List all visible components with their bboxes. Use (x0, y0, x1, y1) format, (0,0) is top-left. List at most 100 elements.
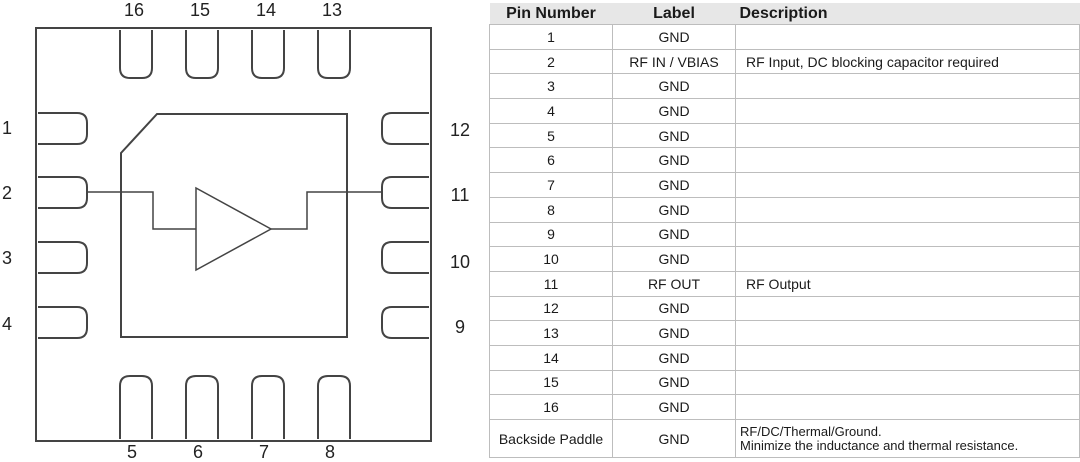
description-cell (735, 221, 1080, 248)
pin-number-cell: 9 (489, 221, 613, 248)
pin-label-9: 9 (454, 317, 465, 337)
description-cell (735, 122, 1080, 149)
package-diagram: 16 15 14 13 1 2 3 4 12 11 10 9 5 6 7 8 (0, 0, 480, 461)
pad-16 (119, 30, 153, 79)
description-cell (735, 320, 1080, 346)
header-pin-number: Pin Number (489, 3, 613, 25)
pin-number-cell: 13 (489, 320, 613, 346)
label-cell: RF OUT (612, 270, 736, 297)
pin-number-cell: 12 (489, 295, 613, 322)
description-cell (735, 295, 1080, 322)
pin-number-cell: 1 (489, 24, 613, 50)
label-cell: GND (612, 73, 736, 100)
package-body (35, 27, 432, 442)
pad-11 (381, 176, 429, 209)
label-cell: GND (612, 221, 736, 248)
amplifier-symbol (195, 186, 273, 272)
label-cell: GND (612, 344, 736, 371)
label-cell: GND (612, 24, 736, 50)
pad-13 (317, 30, 351, 79)
label-cell: GND (612, 172, 736, 198)
label-cell: GND (612, 196, 736, 223)
pin-number-cell: Backside Paddle (489, 419, 613, 458)
label-cell: GND (612, 295, 736, 322)
description-cell (735, 394, 1080, 420)
pad-8 (317, 375, 351, 439)
label-cell: GND (612, 394, 736, 420)
pad-4 (38, 306, 88, 339)
pad-3 (38, 241, 88, 274)
pin-number-cell: 16 (489, 394, 613, 420)
pad-5 (119, 375, 153, 439)
description-cell (735, 369, 1080, 396)
pin-label-1: 1 (1, 118, 12, 138)
pin-label-10: 10 (449, 252, 471, 272)
label-cell: GND (612, 122, 736, 149)
pad-7 (251, 375, 285, 439)
pad-1 (38, 112, 88, 145)
pin-label-12: 12 (449, 120, 471, 140)
label-cell: GND (612, 246, 736, 272)
header-description: Description (735, 3, 1080, 25)
pin-number-cell: 4 (489, 98, 613, 124)
pin-label-2: 2 (1, 183, 12, 203)
pin-label-11: 11 (450, 185, 470, 205)
pin-number-cell: 3 (489, 73, 613, 100)
pin-label-5: 5 (126, 442, 137, 462)
pin-label-3: 3 (1, 248, 12, 268)
table-header-row: Pin Number Label Description (489, 3, 1080, 25)
pin-label-16: 16 (123, 0, 145, 20)
pad-14 (251, 30, 285, 79)
description-cell: RF/DC/Thermal/Ground. Minimize the induc… (735, 419, 1080, 458)
pin-number-cell: 7 (489, 172, 613, 198)
pad-10 (381, 241, 429, 274)
pin-label-7: 7 (258, 442, 269, 462)
pin-number-cell: 6 (489, 147, 613, 174)
pad-12 (381, 112, 429, 145)
package-outline-svg (35, 27, 432, 442)
rf-out-trace (271, 191, 382, 230)
pin-number-cell: 10 (489, 246, 613, 272)
pin-label-13: 13 (321, 0, 343, 20)
description-cell: RF Input, DC blocking capacitor required (735, 48, 1080, 75)
label-cell: GND (612, 320, 736, 346)
pad-2 (38, 176, 88, 209)
label-cell: RF IN / VBIAS (612, 48, 736, 75)
pin-number-cell: 2 (489, 48, 613, 75)
pin-number-cell: 11 (489, 270, 613, 297)
paddle-description-line2: Minimize the inductance and thermal resi… (740, 437, 1019, 453)
pin-label-14: 14 (255, 0, 277, 20)
description-cell (735, 24, 1080, 50)
label-cell: GND (612, 98, 736, 124)
die-paddle (120, 113, 348, 338)
label-cell: GND (612, 369, 736, 396)
pin-label-15: 15 (189, 0, 211, 20)
pad-15 (185, 30, 219, 79)
description-cell (735, 172, 1080, 198)
pin-label-4: 4 (1, 314, 12, 334)
description-cell (735, 73, 1080, 100)
pin-number-cell: 14 (489, 344, 613, 371)
header-label: Label (612, 3, 736, 25)
description-cell: RF Output (735, 270, 1080, 297)
pin-label-8: 8 (324, 442, 335, 462)
description-cell (735, 246, 1080, 272)
paddle-description-line1: RF/DC/Thermal/Ground. (740, 423, 882, 439)
pad-6 (185, 375, 219, 439)
label-cell: GND (612, 147, 736, 174)
pin-label-6: 6 (192, 442, 203, 462)
